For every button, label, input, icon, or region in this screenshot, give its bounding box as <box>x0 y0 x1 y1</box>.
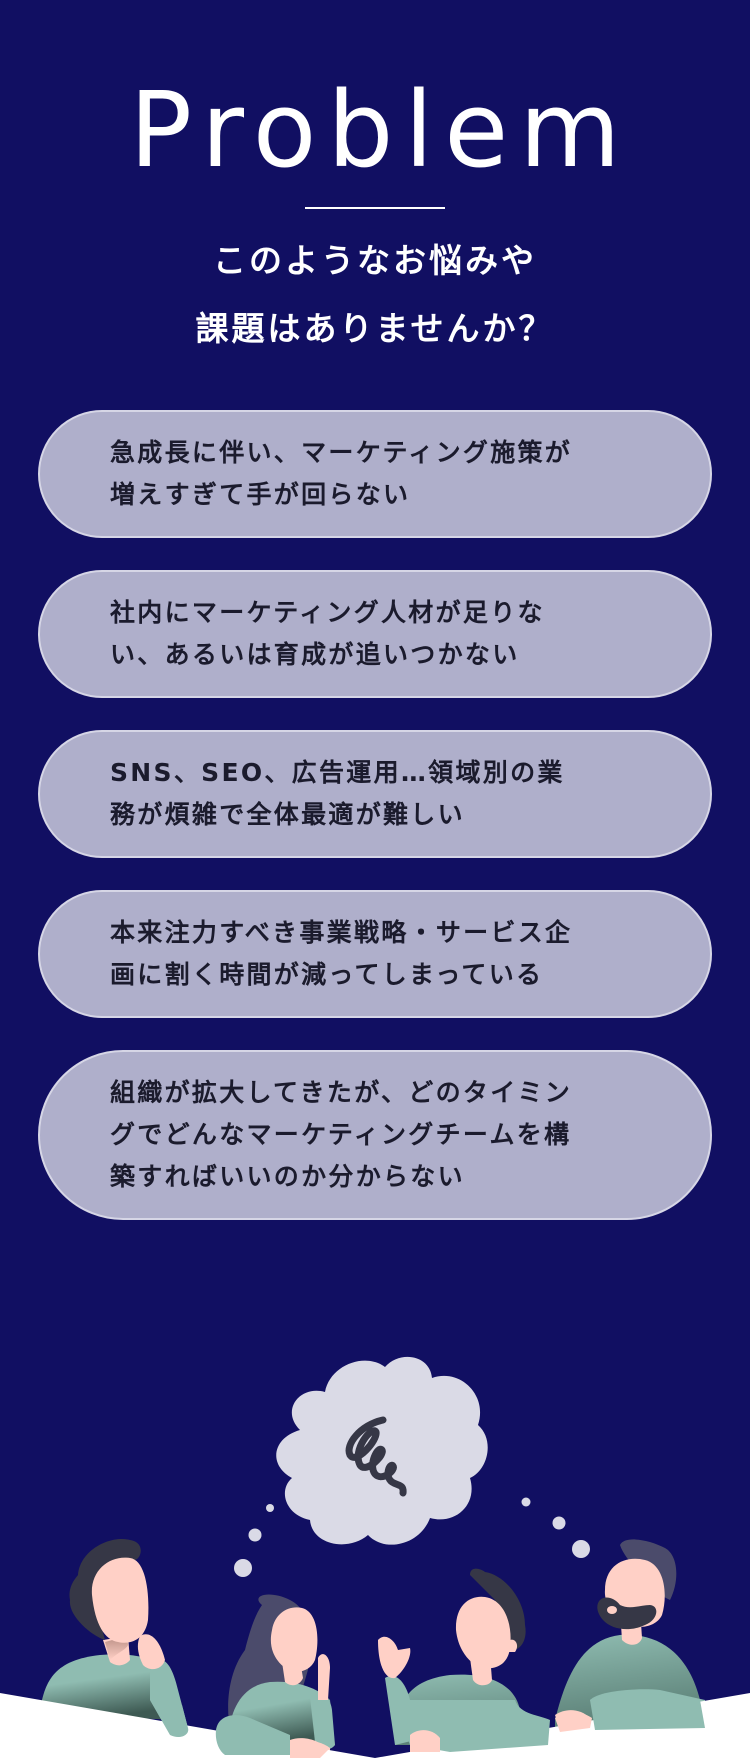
problem-card: 社内にマーケティング人材が足りな い、あるいは育成が追いつかない <box>38 570 712 698</box>
problem-text-line: 築すればいいのか分からない <box>110 1162 465 1191</box>
problem-text-line: グでどんなマーケティングチームを構 <box>110 1120 572 1149</box>
section-title: Problem <box>129 69 632 191</box>
problem-text: 本来注力すべき事業戦略・サービス企 画に割く時間が減ってしまっている <box>110 912 572 996</box>
problem-text: 組織が拡大してきたが、どのタイミン グでどんなマーケティングチームを構 築すれば… <box>110 1072 572 1198</box>
problem-text: 急成長に伴い、マーケティング施策が 増えすぎて手が回らない <box>110 432 572 516</box>
problem-text-line: 画に割く時間が減ってしまっている <box>110 960 544 989</box>
problem-text: SNS、SEO、広告運用…領域別の業 務が煩雑で全体最適が難しい <box>110 752 565 836</box>
person-icon <box>228 1594 335 1758</box>
thought-bubbles <box>234 1497 590 1577</box>
problem-text-line: 組織が拡大してきたが、どのタイミン <box>110 1078 573 1107</box>
problem-text-line: 増えすぎて手が回らない <box>110 480 411 509</box>
table-surface <box>0 1693 750 1758</box>
section-subtitle: このようなお悩みや 課題はありませんか？ <box>0 227 750 363</box>
problem-card: 組織が拡大してきたが、どのタイミン グでどんなマーケティングチームを構 築すれば… <box>38 1050 712 1220</box>
subtitle-line: 課題はありませんか？ <box>195 309 555 348</box>
problem-card: 本来注力すべき事業戦略・サービス企 画に割く時間が減ってしまっている <box>38 890 712 1018</box>
problem-text-line: 急成長に伴い、マーケティング施策が <box>110 438 573 467</box>
people-thinking-illustration <box>0 1340 750 1758</box>
problem-card: SNS、SEO、広告運用…領域別の業 務が煩雑で全体最適が難しい <box>38 730 712 858</box>
problem-text-line: 務が煩雑で全体最適が難しい <box>110 800 465 829</box>
problem-text-line: SNS、SEO、広告運用…領域別の業 <box>110 758 565 787</box>
problem-card: 急成長に伴い、マーケティング施策が 増えすぎて手が回らない <box>38 410 712 538</box>
subtitle-line: このようなお悩みや <box>213 241 537 280</box>
problem-text: 社内にマーケティング人材が足りな い、あるいは育成が追いつかない <box>110 592 545 676</box>
thought-cloud-icon <box>276 1356 488 1545</box>
problem-text-line: 社内にマーケティング人材が足りな <box>110 598 545 627</box>
problem-text-line: 本来注力すべき事業戦略・サービス企 <box>110 918 573 947</box>
problem-text-line: い、あるいは育成が追いつかない <box>110 640 520 669</box>
title-divider <box>305 207 445 209</box>
scribble-icon <box>345 1416 407 1497</box>
